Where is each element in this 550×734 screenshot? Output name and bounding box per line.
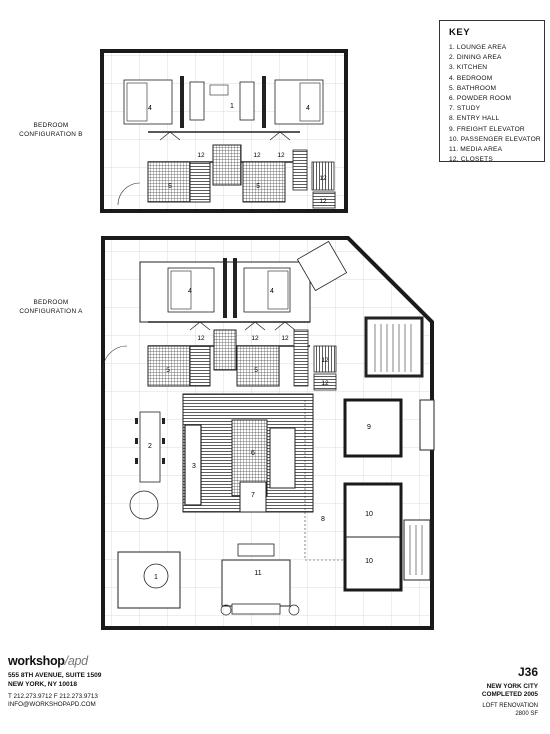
room-number: 10 bbox=[365, 558, 373, 565]
room-number: 1 bbox=[154, 574, 158, 581]
room-number: 12 bbox=[319, 175, 327, 182]
config-a-label-line1: BEDROOM bbox=[33, 299, 69, 306]
firm-logo-tail: apd bbox=[67, 654, 88, 668]
legend-item: 9. FREIGHT ELEVATOR bbox=[449, 125, 525, 133]
room-number: 12 bbox=[277, 152, 285, 159]
room-number: 5 bbox=[166, 367, 170, 374]
legend-item: 5. BATHROOM bbox=[449, 84, 497, 92]
firm-address-line2: NEW YORK, NY 10018 bbox=[8, 681, 78, 688]
firm-address-line1: 555 8TH AVENUE, SUITE 1509 bbox=[8, 672, 102, 679]
legend-list: 1. LOUNGE AREA 2. DINING AREA 3. KITCHEN… bbox=[449, 43, 541, 165]
project-area: 2800 SF bbox=[515, 711, 538, 717]
configuration-a-plan: 4 4 12 12 12 12 12 5 5 2 3 6 7 8 9 10 10… bbox=[101, 236, 435, 630]
room-number: 2 bbox=[148, 443, 152, 450]
room-number: 10 bbox=[365, 511, 373, 518]
room-number: 12 bbox=[197, 335, 205, 342]
legend-item: 12. CLOSETS bbox=[449, 156, 493, 164]
config-b-label: BEDROOM CONFIGURATION B bbox=[10, 121, 92, 139]
legend-item: 8. ENTRY HALL bbox=[449, 115, 500, 123]
legend-item: 6. POWDER ROOM bbox=[449, 95, 512, 103]
room-number: 4 bbox=[270, 288, 274, 295]
firm-phone: T 212.273.9712 F 212.273.9713 bbox=[8, 693, 98, 700]
room-number: 3 bbox=[192, 463, 196, 470]
room-number: 12 bbox=[319, 198, 327, 205]
room-number: 5 bbox=[254, 367, 258, 374]
legend-item: 10. PASSENGER ELEVATOR bbox=[449, 135, 541, 143]
project-type: LOFT RENOVATION bbox=[482, 703, 538, 709]
project-completed: COMPLETED 2005 bbox=[481, 691, 538, 698]
project-code: J36 bbox=[517, 665, 538, 679]
room-number: 1 bbox=[230, 103, 234, 110]
room-number: 12 bbox=[197, 152, 205, 159]
room-number: 4 bbox=[188, 288, 192, 295]
legend-key: KEY 1. LOUNGE AREA 2. DINING AREA 3. KIT… bbox=[439, 20, 545, 165]
config-a-label-line2: CONFIGURATION A bbox=[19, 308, 83, 315]
legend-item: 2. DINING AREA bbox=[449, 54, 502, 62]
room-number: 12 bbox=[321, 357, 329, 364]
room-number: 12 bbox=[321, 380, 329, 387]
configuration-b-plan: 4 1 4 12 12 12 12 12 5 5 bbox=[100, 49, 348, 213]
floor-plan-drawing: 4 1 4 12 12 12 12 12 5 5 bbox=[100, 49, 435, 630]
room-number: 8 bbox=[321, 516, 325, 523]
config-b-label-line1: BEDROOM bbox=[33, 122, 69, 129]
legend-item: 11. MEDIA AREA bbox=[449, 146, 503, 154]
firm-email: INFO@WORKSHOPAPD.COM bbox=[8, 701, 96, 708]
firm-logo-slash: / bbox=[64, 654, 69, 668]
legend-item: 4. BEDROOM bbox=[449, 74, 493, 82]
room-number: 12 bbox=[251, 335, 259, 342]
legend-item: 7. STUDY bbox=[449, 105, 481, 113]
project-city: NEW YORK CITY bbox=[486, 683, 538, 690]
firm-logo-main: workshop bbox=[8, 654, 65, 668]
room-number: 5 bbox=[256, 183, 260, 190]
room-number: 4 bbox=[148, 105, 152, 112]
room-number: 9 bbox=[367, 424, 371, 431]
room-number: 12 bbox=[253, 152, 261, 159]
legend-item: 3. KITCHEN bbox=[449, 64, 488, 72]
config-b-label-line2: CONFIGURATION B bbox=[19, 131, 83, 138]
legend-title: KEY bbox=[449, 27, 471, 38]
room-number: 12 bbox=[281, 335, 289, 342]
config-a-label: BEDROOM CONFIGURATION A bbox=[10, 298, 92, 316]
legend-item: 1. LOUNGE AREA bbox=[449, 44, 507, 51]
room-number: 5 bbox=[168, 183, 172, 190]
room-number: 6 bbox=[251, 450, 255, 457]
room-number: 4 bbox=[306, 105, 310, 112]
room-number: 7 bbox=[251, 492, 255, 499]
room-number: 11 bbox=[254, 570, 261, 577]
firm-logo: workshop/apd bbox=[8, 654, 88, 668]
